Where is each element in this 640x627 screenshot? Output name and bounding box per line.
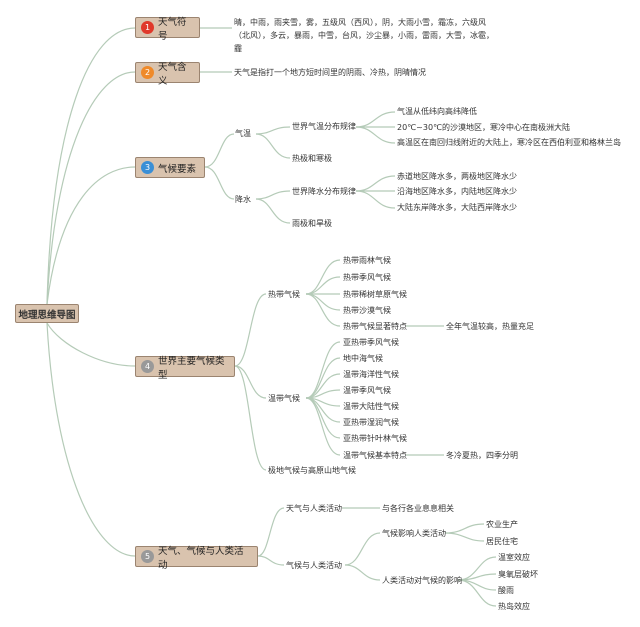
- weather-human-text: 与各行各业息息相关: [382, 504, 454, 513]
- climate-human-node: 气候与人类活动: [286, 561, 342, 570]
- temperate-climate-node: 温带气候: [268, 394, 300, 403]
- node-weather-meaning[interactable]: 2 天气含义: [135, 62, 200, 87]
- node-label: 气候要素: [158, 163, 197, 175]
- root-node: 地理思维导图: [15, 304, 79, 323]
- climate-affects-item: 农业生产: [486, 520, 518, 529]
- precipitation-item: 赤道地区降水多，两极地区降水少: [397, 172, 517, 181]
- temperate-item: 亚热带湿润气候: [343, 418, 399, 427]
- weather-symbols-text: 晴，中雨，雨夹雪，雾，五级风（西风），阴，大雨小雪，霜冻，六级风（北风），多云，…: [234, 18, 494, 53]
- tropical-item: 热带季风气候: [343, 273, 391, 282]
- precipitation-extremes-node: 雨极和旱极: [292, 219, 332, 228]
- node-climate-elements[interactable]: 3 气候要素: [135, 157, 205, 178]
- human-affects-item: 热岛效应: [498, 602, 530, 611]
- number-badge: 4: [141, 360, 154, 373]
- temperate-item: 亚热带季风气候: [343, 338, 399, 347]
- temperate-feature: 冬冷夏热，四季分明: [446, 451, 518, 460]
- tropical-item: 热带雨林气候: [343, 256, 391, 265]
- temperate-item: 温带季风气候: [343, 386, 391, 395]
- number-badge: 1: [141, 21, 154, 34]
- temperature-node: 气温: [235, 129, 251, 138]
- precipitation-item: 大陆东岸降水多，大陆西岸降水少: [397, 203, 517, 212]
- tropical-climate-node: 热带气候: [268, 290, 300, 299]
- temperate-item: 地中海气候: [343, 354, 383, 363]
- node-weather-symbols[interactable]: 1 天气符号: [135, 17, 200, 42]
- temperature-item: 20℃~30℃的沙漠地区，寒冷中心在南极洲大陆: [397, 123, 571, 132]
- human-affects-item: 温室效应: [498, 553, 530, 562]
- node-weather-climate-human[interactable]: 5 天气、气候与人类活动: [135, 546, 258, 571]
- human-affects-climate-node: 人类活动对气候的影响: [382, 576, 462, 585]
- tropical-item: 热带稀树草原气候: [343, 290, 407, 299]
- number-badge: 2: [141, 66, 154, 79]
- climate-affects-human-node: 气候影响人类活动: [382, 529, 446, 538]
- node-label: 天气符号: [158, 16, 187, 42]
- polar-highland-node: 极地气候与高原山地气候: [268, 466, 356, 475]
- temperate-item: 温带气候基本特点: [343, 451, 407, 460]
- climate-affects-item: 居民住宅: [486, 537, 518, 546]
- number-badge: 3: [141, 161, 154, 174]
- node-label: 天气含义: [158, 61, 187, 87]
- temperate-item: 亚热带针叶林气候: [343, 434, 407, 443]
- weather-human-node: 天气与人类活动: [286, 504, 342, 513]
- temperature-extremes-node: 热极和寒极: [292, 154, 332, 163]
- precipitation-rule-node: 世界降水分布规律: [292, 187, 356, 196]
- precipitation-item: 沿海地区降水多，内陆地区降水少: [397, 187, 517, 196]
- weather-meaning-text: 天气是指打一个地方短时间里的阴雨、冷热，阴晴情况: [234, 68, 426, 77]
- node-climate-types[interactable]: 4 世界主要气候类型: [135, 356, 235, 381]
- temperature-item: 高温区在南回归线附近的大陆上，寒冷区在西伯利亚和格林兰岛: [397, 138, 621, 147]
- number-badge: 5: [141, 550, 154, 563]
- tropical-item: 热带气候显著特点: [343, 322, 407, 331]
- temperature-item: 气温从低纬向高纬降低: [397, 107, 477, 116]
- temperate-item: 温带大陆性气候: [343, 402, 399, 411]
- temperate-item: 温带海洋性气候: [343, 370, 399, 379]
- tropical-feature: 全年气温较高，热量充足: [446, 322, 534, 331]
- node-label: 世界主要气候类型: [158, 355, 225, 381]
- tropical-item: 热带沙漠气候: [343, 306, 391, 315]
- precipitation-node: 降水: [235, 195, 251, 204]
- human-affects-item: 臭氧层破坏: [498, 570, 538, 579]
- node-label: 天气、气候与人类活动: [158, 545, 244, 571]
- human-affects-item: 酸雨: [498, 586, 514, 595]
- temperature-rule-node: 世界气温分布规律: [292, 122, 356, 131]
